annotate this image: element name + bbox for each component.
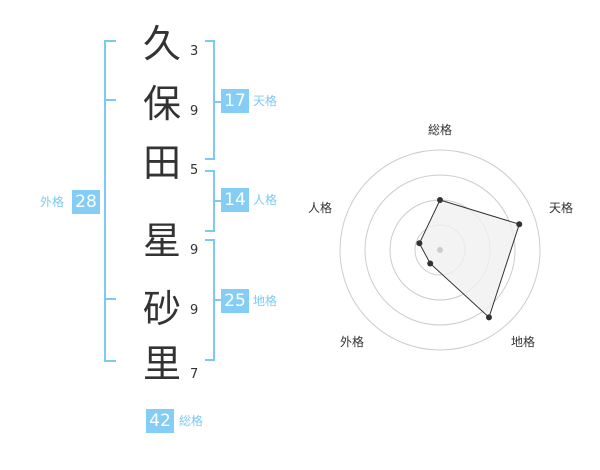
radar-center [437, 247, 443, 253]
name-char-2: 保 [142, 82, 181, 126]
gaikaku-bracket [104, 40, 116, 362]
radar-label-soukaku: 総格 [428, 123, 453, 137]
bracket-tick [104, 99, 116, 101]
stroke-count-3: 5 [190, 163, 199, 178]
radar-polygon [418, 199, 520, 319]
radar-label-tenkaku: 天格 [549, 201, 574, 215]
fortune-radar-chart [339, 149, 541, 351]
jinkaku-score: 14 [221, 188, 249, 212]
radar-label-jinkaku: 人格 [308, 201, 333, 215]
radar-label-gaikaku: 外格 [340, 335, 365, 349]
name-char-1: 久 [142, 22, 181, 66]
bracket-connector [213, 299, 221, 301]
radar-point-2 [485, 314, 492, 321]
radar-point-0 [437, 197, 443, 203]
name-char-5: 砂 [142, 287, 181, 331]
stroke-count-1: 3 [190, 44, 199, 59]
soukaku-score: 42 [146, 409, 174, 433]
gaikaku-score: 28 [72, 190, 100, 214]
stroke-count-4: 9 [190, 243, 199, 258]
stroke-count-5: 9 [190, 303, 199, 318]
radar-point-1 [516, 221, 523, 228]
tenkaku-bracket [205, 40, 215, 160]
gaikaku-label: 外格 [40, 195, 65, 209]
name-char-3: 田 [142, 141, 181, 185]
tenkaku-label: 天格 [253, 94, 278, 108]
radar-ring-4 [339, 149, 541, 351]
chikaku-score: 25 [221, 289, 249, 313]
chikaku-label: 地格 [253, 294, 278, 308]
radar-label-chikaku: 地格 [511, 335, 536, 349]
radar-point-3 [427, 260, 434, 267]
bracket-connector [213, 101, 221, 103]
name-char-6: 里 [142, 342, 181, 386]
jinkaku-label: 人格 [253, 193, 278, 207]
stroke-count-6: 7 [190, 367, 199, 382]
bracket-connector [213, 200, 221, 202]
radar-point-4 [416, 240, 423, 247]
stroke-count-2: 9 [190, 104, 199, 119]
radar-ring-3 [364, 174, 516, 326]
bracket-tick [104, 298, 116, 300]
tenkaku-score: 17 [221, 89, 249, 113]
soukaku-label: 総格 [179, 414, 204, 428]
name-char-4: 星 [142, 219, 181, 263]
